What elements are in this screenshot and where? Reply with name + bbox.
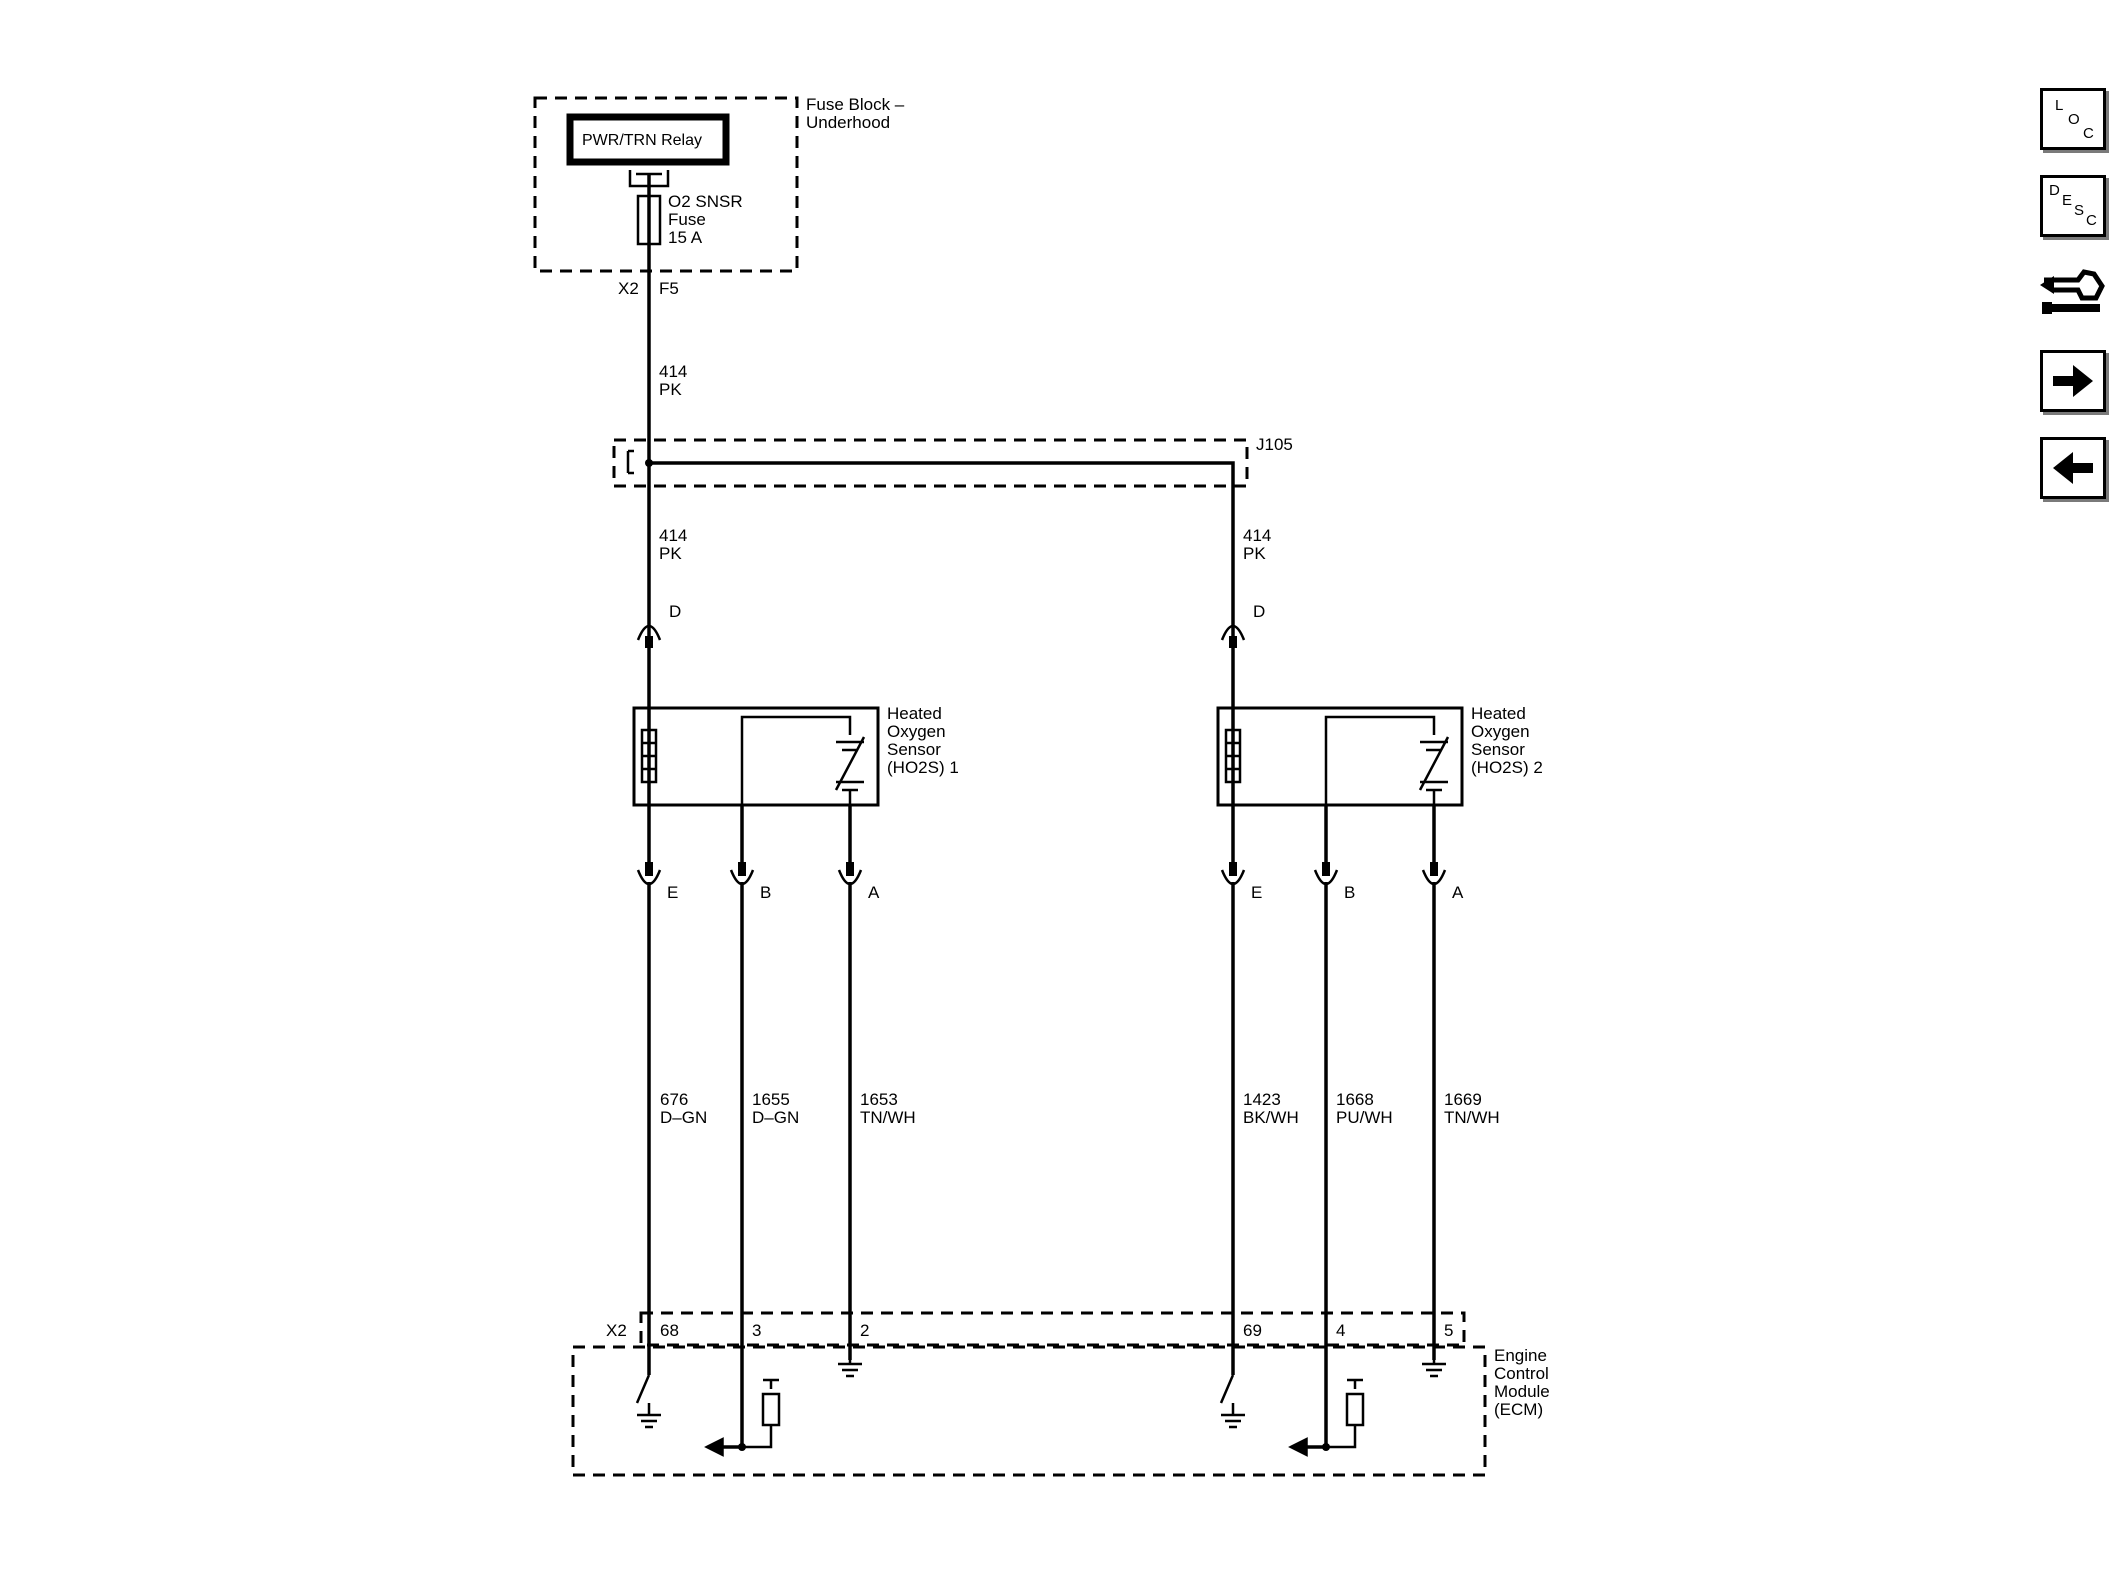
- previous-arrow-icon: [2053, 452, 2093, 484]
- splice-bracket-icon: [626, 449, 634, 475]
- fuse-cavity-label: F5: [659, 279, 679, 298]
- sensor2-pin-b-label: B: [1344, 883, 1355, 902]
- fuse-connector-label: X2: [618, 279, 639, 298]
- sensor2-name-4: (HO2S) 2: [1471, 758, 1543, 777]
- ecm2-heater-ground-icon: [1221, 1413, 1245, 1429]
- ecm-pin-68: 68: [660, 1321, 679, 1340]
- sensor2-pin-d-connector: [1220, 624, 1246, 641]
- ecm2-low-ref-ground-icon: [1422, 1360, 1446, 1378]
- ecm1-low-ref-ground-icon: [838, 1360, 862, 1378]
- ecm2-heater-control-switch: [1219, 1374, 1235, 1415]
- previous-page-button[interactable]: [2040, 437, 2106, 499]
- sensor1-sensing-element: [834, 736, 866, 792]
- fuse-label-3: 15 A: [668, 228, 703, 247]
- ecm2-signal-arrow-icon: [1288, 1437, 1326, 1457]
- sensor1-name-2: Oxygen: [887, 722, 946, 741]
- sensor2-sensing-element: [1418, 736, 1450, 792]
- ecm1-heater-control-switch: [635, 1374, 651, 1415]
- pwr-trn-relay-box: [566, 113, 730, 166]
- sensor1-wire-b-circuit: 1655: [752, 1090, 790, 1109]
- fuse-block-title-2: Underhood: [806, 113, 890, 132]
- sensor1-name-1: Heated: [887, 704, 942, 723]
- ecm2-bias-resistor: [1345, 1392, 1365, 1427]
- sensor2-wire-b-color: PU/WH: [1336, 1108, 1393, 1127]
- sensor2-body: [1216, 706, 1464, 807]
- fuse-block-outline: [533, 96, 799, 273]
- sensor2-feed-circuit: 414: [1243, 526, 1271, 545]
- sensor2-name-2: Oxygen: [1471, 722, 1530, 741]
- ecm-connector-outline: [639, 1311, 1466, 1347]
- fuse-label-1: O2 SNSR: [668, 192, 743, 211]
- sensor2-wire-b-circuit: 1668: [1336, 1090, 1374, 1109]
- sensor1-wire-a-color: TN/WH: [860, 1108, 916, 1127]
- sensor1-pin-d-connector: [636, 624, 662, 641]
- sensor1-pin-e-label: E: [667, 883, 678, 902]
- ecm-pin-3: 3: [752, 1321, 761, 1340]
- sensor1-pin-d-label: D: [669, 602, 681, 621]
- ecm-connector-label: X2: [606, 1321, 627, 1340]
- sensor1-wire-a-circuit: 1653: [860, 1090, 898, 1109]
- loc-button[interactable]: L O C: [2040, 88, 2106, 150]
- sensor1-feed-color: PK: [659, 544, 682, 563]
- sensor2-wire-a-color: TN/WH: [1444, 1108, 1500, 1127]
- sensor2-pin-e-label: E: [1251, 883, 1262, 902]
- ecm-pin-69: 69: [1243, 1321, 1262, 1340]
- pwr-trn-relay-label: PWR/TRN Relay: [582, 132, 702, 149]
- sensor1-feed-circuit: 414: [659, 526, 687, 545]
- sensor2-name-1: Heated: [1471, 704, 1526, 723]
- ecm-name-1: Engine: [1494, 1346, 1547, 1365]
- ecm2-signal-bias: [1326, 1378, 1363, 1449]
- connector-tools-button[interactable]: [2038, 250, 2108, 330]
- ecm-name-3: Module: [1494, 1382, 1550, 1401]
- sensor2-pin-d-label: D: [1253, 602, 1265, 621]
- next-page-button[interactable]: [2040, 350, 2106, 412]
- ecm1-heater-ground-icon: [637, 1413, 661, 1429]
- sensor2-feed-color: PK: [1243, 544, 1266, 563]
- ecm-pin-2: 2: [860, 1321, 869, 1340]
- sensor1-name-3: Sensor: [887, 740, 941, 759]
- sensor1-pin-b-label: B: [760, 883, 771, 902]
- sensor1-wire-e-circuit: 676: [660, 1090, 688, 1109]
- sensor2-wire-e-circuit: 1423: [1243, 1090, 1281, 1109]
- splice-j105-label: J105: [1256, 435, 1293, 454]
- sensor1-body: [632, 706, 880, 807]
- splice-bus-wire: [649, 461, 1235, 640]
- next-arrow-icon: [2053, 365, 2093, 397]
- ecm1-signal-arrow-icon: [704, 1437, 742, 1457]
- sensor1-pin-a-label: A: [868, 883, 880, 902]
- ecm1-bias-resistor: [761, 1392, 781, 1427]
- ecm1-signal-bias: [742, 1378, 779, 1449]
- sensor1-wire-e-color: D–GN: [660, 1108, 707, 1127]
- ecm-name-2: Control: [1494, 1364, 1549, 1383]
- ecm-pin-4: 4: [1336, 1321, 1345, 1340]
- ecm-pin-5: 5: [1444, 1321, 1453, 1340]
- feed-wire-circuit: 414: [659, 362, 687, 381]
- sensor1-wire-b-color: D–GN: [752, 1108, 799, 1127]
- connector-tools-icon: [2040, 269, 2105, 314]
- sensor2-name-3: Sensor: [1471, 740, 1525, 759]
- desc-button[interactable]: D E S C: [2040, 175, 2106, 237]
- fuse-block-title-1: Fuse Block –: [806, 95, 905, 114]
- sensor2-pin-a-label: A: [1452, 883, 1464, 902]
- ecm-name-4: (ECM): [1494, 1400, 1543, 1419]
- sensor2-wire-e-color: BK/WH: [1243, 1108, 1299, 1127]
- sensor2-wire-a-circuit: 1669: [1444, 1090, 1482, 1109]
- fuse-label-2: Fuse: [668, 210, 706, 229]
- sensor1-name-4: (HO2S) 1: [887, 758, 959, 777]
- feed-wire-color: PK: [659, 380, 682, 399]
